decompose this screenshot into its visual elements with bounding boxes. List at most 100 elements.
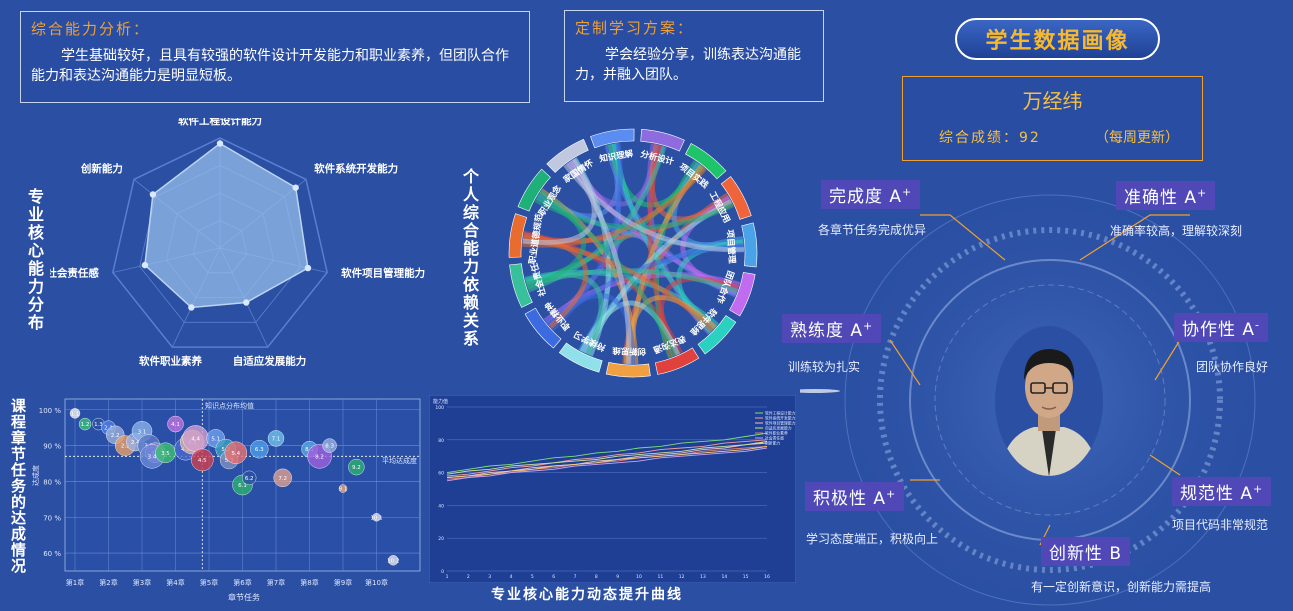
- bubble-x-tick: 第10章: [365, 578, 388, 587]
- chord-arc: [558, 342, 603, 373]
- bubble-point-label: 6.1: [238, 483, 247, 489]
- bubble-point-label: 4.5: [198, 458, 207, 464]
- line-x-tick: 3: [488, 574, 491, 580]
- line-x-tick: 15: [743, 574, 749, 580]
- bubble-point-label: 7.1: [272, 436, 281, 442]
- bubble-point-label: 2.4: [131, 440, 140, 446]
- radar-point: [216, 140, 224, 147]
- line-y-tick: 0: [441, 569, 444, 575]
- radar-axis-label: 软件工程设计能力: [178, 118, 262, 127]
- chord-arc: [590, 128, 635, 149]
- attr-desc-innovation: 有一定创新意识，创新能力需提高: [1031, 580, 1212, 594]
- bubble-point: [167, 415, 184, 433]
- chord-ribbon: [526, 189, 586, 290]
- radar-axis-label: 软件职业素养: [139, 355, 202, 368]
- chord-arc: [741, 222, 758, 268]
- radar-point: [292, 184, 299, 191]
- line-series: [446, 442, 768, 478]
- radar-grid-ring: [111, 137, 329, 348]
- bubble-point-label: 1.1: [71, 411, 80, 417]
- bubble-point-label: 1.2: [81, 422, 90, 428]
- radar-point: [149, 191, 157, 198]
- bubble-point: [273, 468, 292, 488]
- analysis-body: 学生基础较好，且具有较强的软件设计开发能力和职业素养，但团队合作能力和表达沟通能…: [31, 48, 509, 84]
- bubble-point-label: 4.4: [191, 436, 200, 442]
- line-y-tick: 100: [435, 405, 444, 411]
- chord-ribbon: [522, 158, 597, 245]
- bubble-point: [267, 430, 285, 447]
- line-series: [446, 445, 768, 480]
- radar-area: [144, 142, 309, 309]
- attr-desc-standard: 项目代码非常规范: [1172, 518, 1269, 532]
- line-x-tick: 16: [764, 574, 770, 580]
- chord-arc: [720, 176, 752, 220]
- line-y-tick: 80: [438, 438, 444, 444]
- chord-arc: [524, 307, 562, 349]
- bubble-x-tick: 第2章: [99, 578, 117, 587]
- bubble-point-label: 5.1: [211, 436, 220, 442]
- attr-tag-collaboration: 协作性 A-: [1174, 313, 1269, 342]
- line-series: [446, 447, 768, 482]
- bubble-point-label: 3.1: [138, 429, 147, 435]
- line-y-tick: 60: [438, 471, 444, 477]
- plan-title: 定制学习方案：: [575, 19, 695, 37]
- bubble-point-label: 10.2: [387, 558, 399, 564]
- student-panel: 万经纬 综合成绩：92 （每周更新）: [902, 76, 1203, 161]
- chord-arc: [654, 347, 700, 375]
- line-series: [446, 439, 768, 477]
- bubble-point-label: 4.1: [171, 422, 180, 428]
- chord-arc: [685, 143, 727, 180]
- bubble-x-tick: 第8章: [300, 578, 318, 587]
- bubble-point: [191, 448, 214, 472]
- chord-node-label: 项目管理: [724, 229, 737, 264]
- radar-axis-label: 软件项目管理能力: [341, 266, 425, 279]
- radar-point: [304, 264, 312, 272]
- chord-arc: [517, 168, 551, 212]
- bubble-x-tick: 第9章: [334, 578, 352, 587]
- student-name: 万经纬: [1022, 89, 1083, 113]
- line-x-tick: 7: [574, 574, 577, 580]
- bubble-ylabel: 达成度: [31, 465, 40, 486]
- line-x-tick: 14: [721, 574, 727, 580]
- radar-axis-label: 创新能力: [80, 162, 123, 175]
- bubble-point-label: 7.2: [278, 476, 287, 482]
- bubble-point: [241, 470, 257, 486]
- bubble-x-tick: 第7章: [267, 578, 285, 587]
- line-x-tick: 11: [657, 574, 663, 580]
- bubble-y-tick: 100 %: [39, 407, 62, 415]
- radar-point: [243, 299, 250, 306]
- chord-arc: [605, 361, 651, 378]
- line-y-tick: 40: [438, 503, 444, 509]
- bubble-point: [372, 513, 381, 522]
- bubble-point-label: 1.3: [94, 422, 103, 428]
- chord-arc: [509, 263, 533, 308]
- line-x-tick: 4: [510, 574, 513, 580]
- bubble-point-label: 8.3: [325, 444, 334, 450]
- attr-desc-proficiency: 训练较为扎实: [788, 360, 861, 374]
- student-photo: [995, 326, 1103, 476]
- bubble-point-label: 9.2: [352, 465, 361, 471]
- bubble-point-label: 3.4: [148, 454, 157, 460]
- line-legend-label: 软件职业素养: [765, 431, 788, 436]
- bubble-x-tick: 第4章: [166, 578, 184, 587]
- bubble-point: [338, 484, 348, 493]
- bubble-point-label: 8.2: [315, 454, 324, 460]
- bubble-point-label: 2.2: [111, 433, 120, 439]
- bubble-x-tick: 第3章: [133, 578, 151, 587]
- bubble-point: [388, 555, 399, 566]
- radar-chart: 软件工程设计能力软件系统开发能力软件项目管理能力自适应发展能力软件职业素养社会责…: [50, 118, 425, 368]
- bubble-point-label: 6.2: [245, 476, 254, 482]
- bubble-xlabel: 章节任务: [228, 592, 260, 602]
- bubble-y-tick: 80 %: [43, 478, 61, 486]
- line-legend-label: 软件系统开发能力: [765, 416, 796, 421]
- bubble-y-tick: 70 %: [43, 514, 61, 522]
- bubble-point: [78, 417, 92, 431]
- bubble-point: [250, 439, 269, 459]
- bubble-point-label: 6.3: [255, 447, 264, 453]
- bubble-point: [224, 441, 248, 464]
- line-legend-label: 自适应发展能力: [765, 426, 792, 431]
- line-x-tick: 10: [636, 574, 642, 580]
- chord-arc: [508, 213, 528, 258]
- bubble-x-tick: 第5章: [200, 578, 218, 587]
